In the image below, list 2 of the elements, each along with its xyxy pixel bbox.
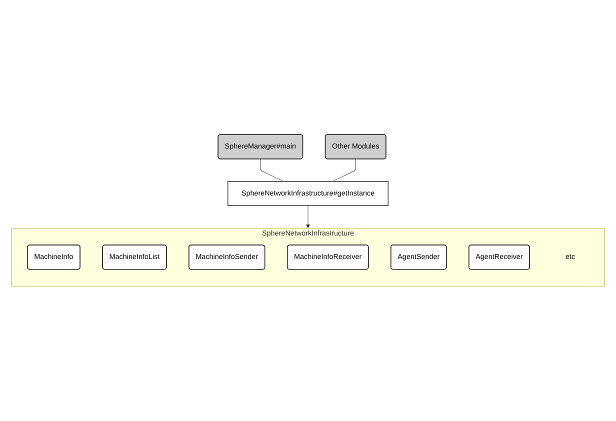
connector: [260, 159, 284, 182]
connector: [332, 159, 356, 182]
